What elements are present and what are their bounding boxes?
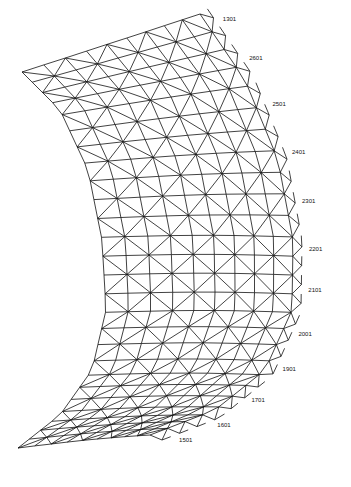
node-number: 2001: [297, 331, 312, 338]
node-number: 1501: [178, 437, 193, 444]
node-number: 2201: [308, 246, 323, 253]
node-number: 2301: [301, 198, 316, 205]
node-number: 2101: [307, 287, 322, 294]
mesh-lines: [18, 9, 302, 448]
node-number: 1701: [250, 397, 265, 404]
node-number: 2401: [291, 149, 306, 156]
node-number: 1601: [216, 422, 231, 429]
node-number: 1301: [222, 16, 237, 23]
node-number: 2601: [248, 55, 263, 62]
node-number: 2501: [271, 101, 286, 108]
node-number: 1901: [282, 366, 297, 373]
